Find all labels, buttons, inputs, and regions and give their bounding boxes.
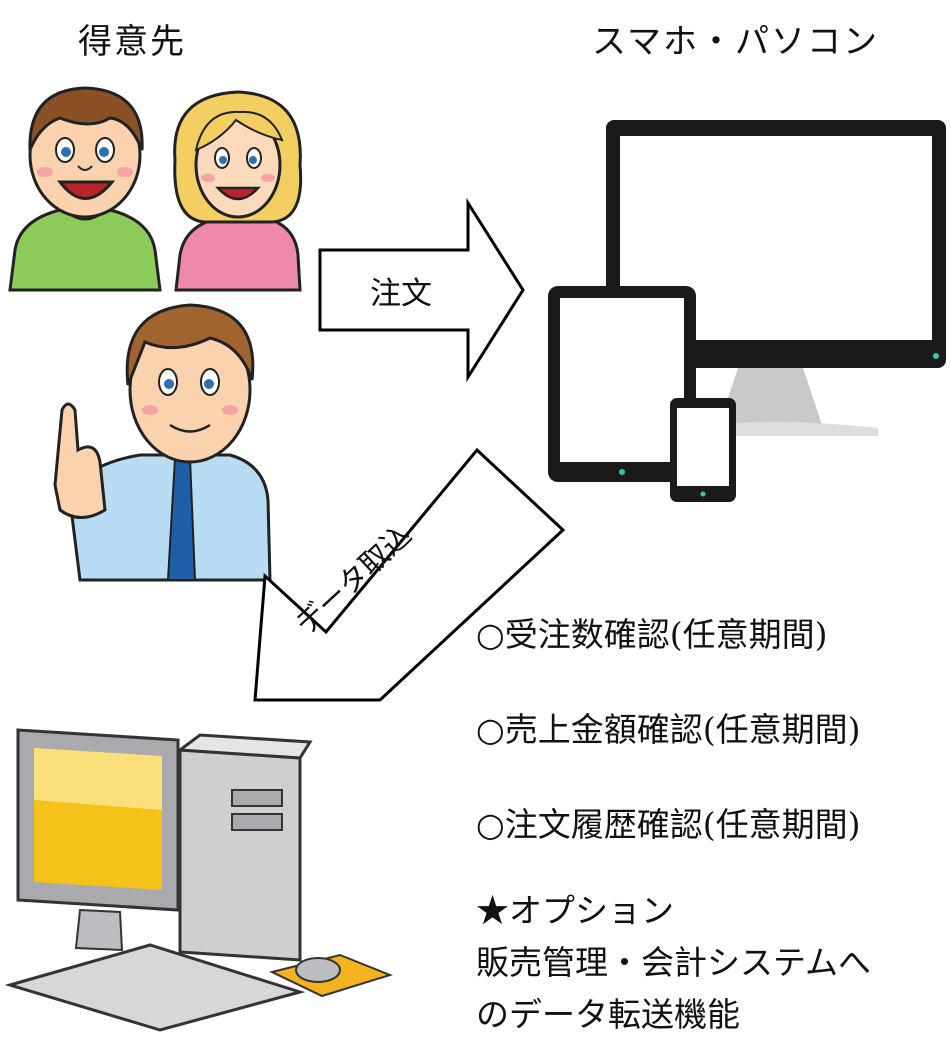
office-pc-illustration [4, 728, 393, 1032]
devices-illustration [548, 120, 946, 502]
keyboard-icon [4, 943, 306, 1032]
pc-monitor-icon [16, 728, 180, 952]
feature-sales-amount: ○売上金額確認(任意期間) [476, 710, 861, 749]
option-block: ★オプション 販売管理・会計システムへ のデータ転送機能 [476, 885, 871, 1041]
option-line-2: のデータ転送機能 [476, 995, 740, 1034]
order-arrow [318, 197, 525, 383]
data-import-arrow [253, 447, 566, 702]
devices-heading: スマホ・パソコン [592, 22, 879, 62]
customer-businessman-figure [53, 303, 272, 582]
tablet-icon [548, 286, 696, 482]
order-arrow-label: 注文 [370, 276, 432, 312]
customer-man-figure [8, 86, 162, 292]
customer-woman-figure [173, 90, 303, 292]
option-title: ★オプション [476, 891, 674, 930]
smartphone-icon [670, 398, 736, 502]
option-line-1: 販売管理・会計システムへ [476, 943, 872, 982]
customer-heading: 得意先 [78, 22, 186, 62]
feature-order-count: ○受注数確認(任意期間) [476, 615, 828, 654]
mouse-icon [269, 953, 393, 998]
customers-illustration [8, 86, 303, 582]
feature-order-history: ○注文履歴確認(任意期間) [476, 805, 861, 844]
pc-tower-icon [175, 733, 313, 962]
